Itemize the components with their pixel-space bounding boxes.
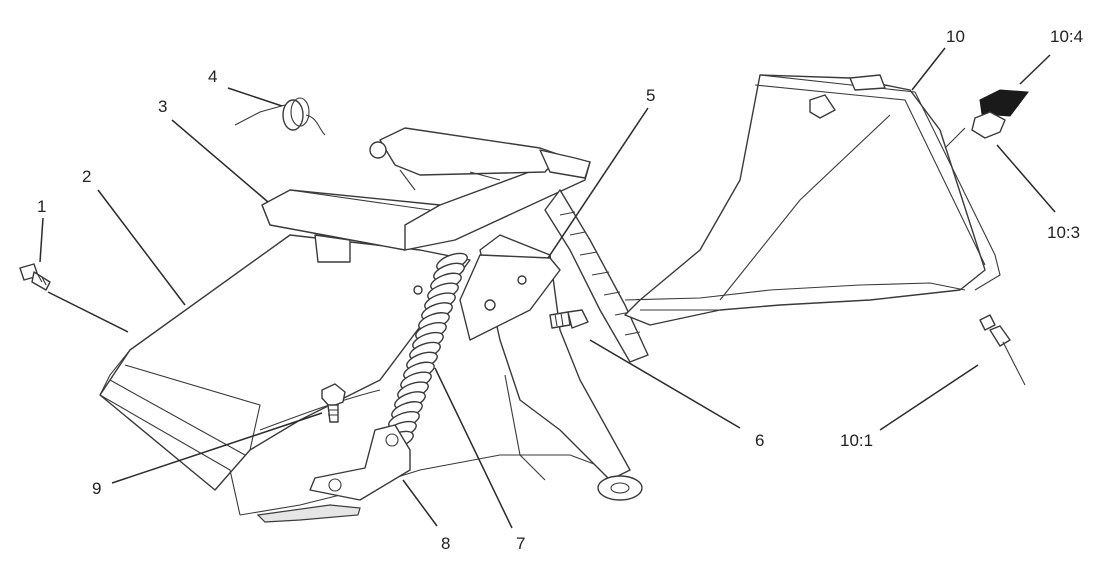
leader-7: [434, 367, 513, 529]
callout-1: 1: [37, 197, 46, 216]
callout-9: 9: [92, 479, 101, 498]
callout-10-4: 10:4: [1050, 27, 1083, 46]
callout-8: 8: [441, 534, 450, 553]
leader-1b: [47, 291, 129, 333]
bolt-1-part: [19, 263, 51, 291]
leader-1: [39, 217, 44, 263]
callout-labels: 1 2 3 4 5 6 7 8 9 10 10:1 10:3 10:4: [37, 27, 1083, 553]
bolt-6-part: [549, 309, 589, 329]
leader-3: [171, 119, 269, 203]
leader-5: [547, 107, 649, 259]
leader-6: [589, 339, 741, 429]
leader-10-1: [879, 364, 979, 431]
leader-4: [227, 87, 283, 107]
leader-lines: [39, 47, 1056, 529]
leader-10-3: [996, 144, 1056, 213]
rivet-10-1-part: [979, 314, 1026, 386]
callout-6: 6: [755, 431, 764, 450]
pad-10-4-part: [979, 89, 1029, 117]
callout-3: 3: [158, 97, 167, 116]
deflector-chute-part: [624, 74, 1001, 326]
callout-10-1: 10:1: [840, 431, 873, 450]
callout-5: 5: [646, 86, 655, 105]
leader-10-4: [1019, 54, 1051, 85]
leader-10: [911, 47, 946, 91]
bracket-frame-part: [479, 189, 649, 501]
pivot-plate-part: [413, 254, 561, 341]
callout-4: 4: [208, 67, 217, 86]
leader-9: [111, 412, 323, 484]
spring-mount-part: [256, 424, 411, 523]
callout-10: 10: [946, 27, 965, 46]
bolt-9-part: [321, 383, 346, 423]
small-spring-part: [234, 97, 326, 136]
callout-7: 7: [516, 534, 525, 553]
leader-8: [402, 479, 438, 527]
callout-10-3: 10:3: [1047, 223, 1080, 242]
callout-2: 2: [82, 167, 91, 186]
clip-10-3-part: [944, 111, 1006, 149]
leader-2: [97, 189, 186, 306]
handle-part: [261, 127, 591, 263]
